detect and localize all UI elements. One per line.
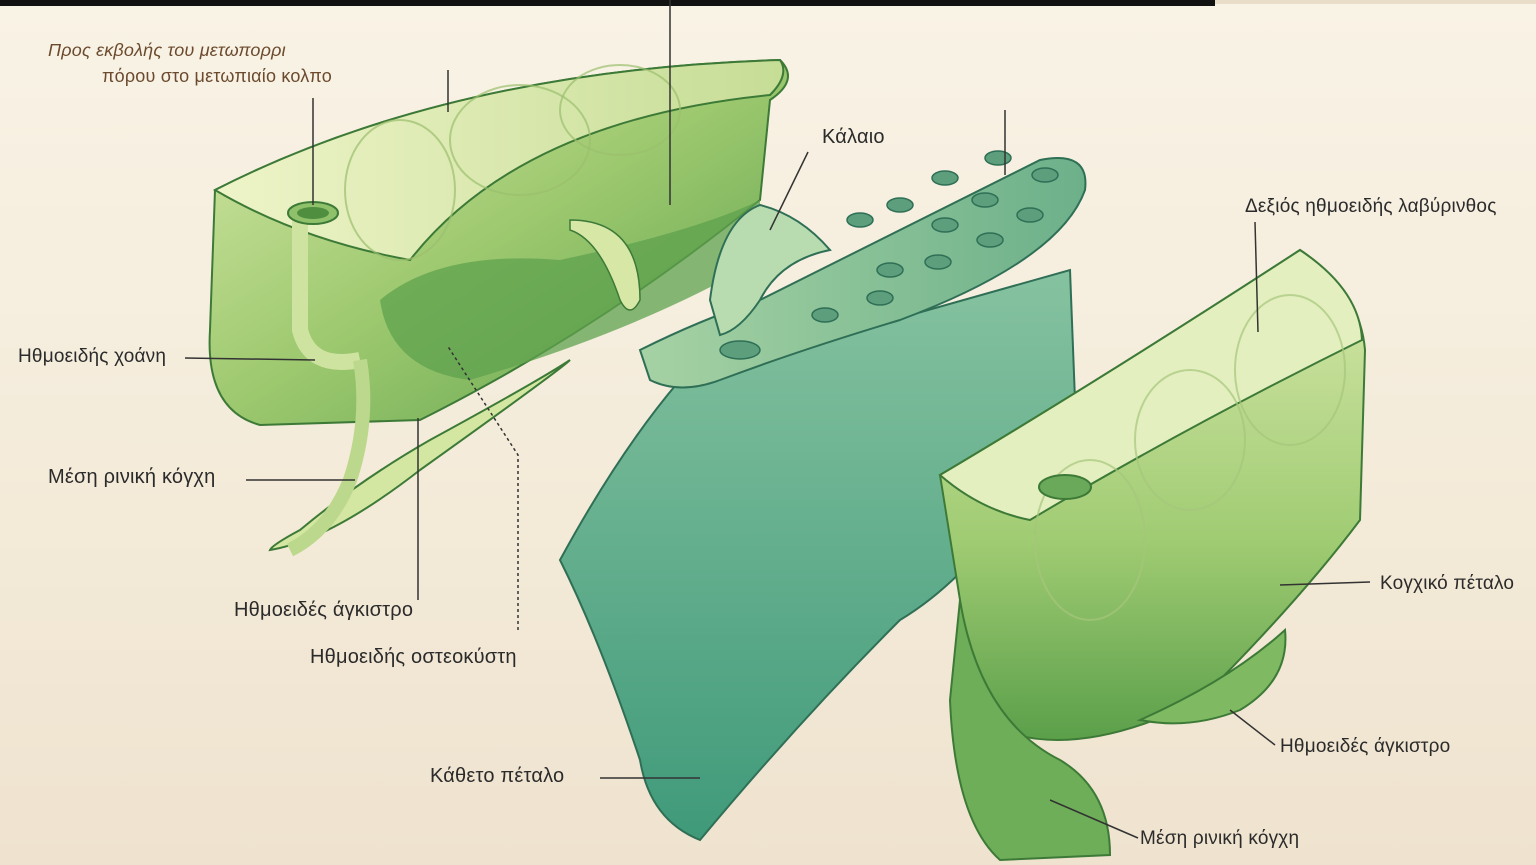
label-ethmoid-bulla: Ηθμοειδής οστεοκύστη (310, 646, 517, 669)
label-perpendicular-plate: Κάθετο πέταλο (430, 765, 564, 788)
label-middle-turbinate-left: Μέση ρινική κόγχη (48, 466, 215, 489)
label-frontal-sinus-drain-1: Προς εκβολής του μετωπορρι (48, 40, 286, 61)
label-ethmoid-infundibulum: Ηθμοειδής χοάνη (18, 346, 166, 368)
label-right-ethmoid-labyrinth: Δεξιός ηθμοειδής λαβύρινθος (1245, 196, 1497, 218)
label-middle-turbinate-right: Μέση ρινική κόγχη (1140, 828, 1299, 850)
label-uncinate-process-right: Ηθμοειδές άγκιστρο (1280, 736, 1450, 758)
label-uncinate-process-left: Ηθμοειδές άγκιστρο (234, 599, 413, 622)
label-frontal-sinus-drain-2: πόρου στο μετωπιαίο κολπο (102, 66, 332, 87)
label-crista-galli: Κάλαιο (822, 126, 885, 149)
label-conchal-plate: Κογχικό πέταλο (1380, 573, 1514, 595)
